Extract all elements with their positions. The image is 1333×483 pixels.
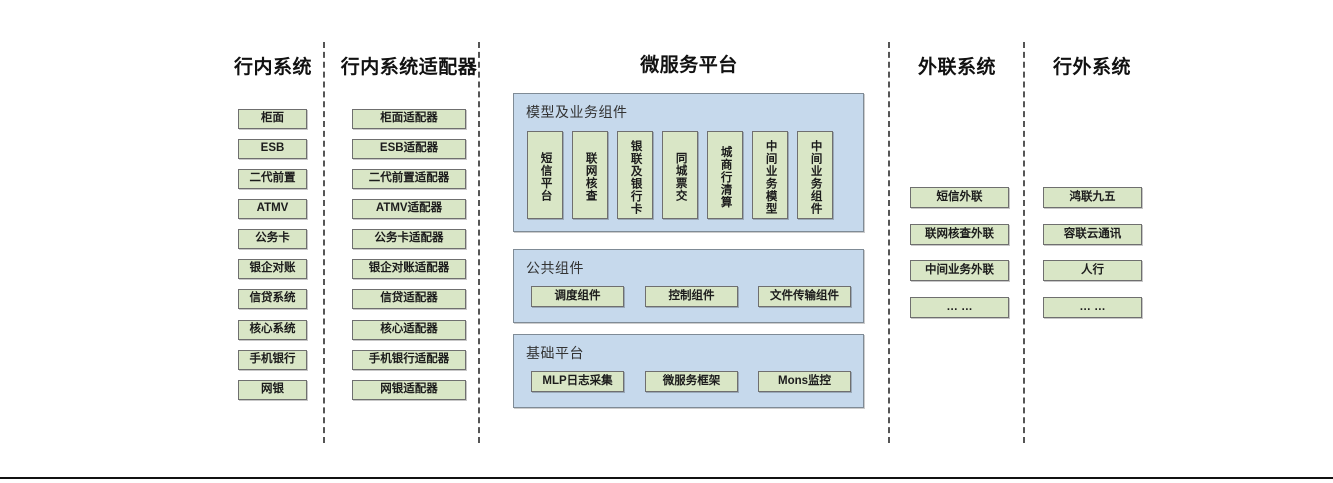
node-offbank-4[interactable]: … …	[1043, 297, 1142, 318]
node-offbank-2[interactable]: 容联云通讯	[1043, 224, 1142, 245]
panel-label-model-business-components: 模型及业务组件	[526, 104, 628, 120]
node-internal-adapter-6[interactable]: 银企对账适配器	[352, 259, 466, 279]
node-internal-system-7[interactable]: 信贷系统	[238, 289, 307, 309]
node-internal-system-10[interactable]: 网银	[238, 380, 307, 400]
node-internal-system-6[interactable]: 银企对账	[238, 259, 307, 279]
column-title-microservice-platform: 微服务平台	[640, 55, 738, 76]
node-model-component-2[interactable]: 联网核查	[572, 131, 608, 219]
node-public-component-1[interactable]: 调度组件	[531, 286, 624, 307]
column-divider-3	[888, 42, 890, 443]
node-internal-adapter-4[interactable]: ATMV适配器	[352, 199, 466, 219]
node-internal-adapter-9[interactable]: 手机银行适配器	[352, 350, 466, 370]
node-internal-adapter-2[interactable]: ESB适配器	[352, 139, 466, 159]
node-external-liaison-3[interactable]: 中间业务外联	[910, 260, 1009, 281]
node-model-component-1[interactable]: 短信平台	[527, 131, 563, 219]
node-base-platform-3[interactable]: Mons监控	[758, 371, 851, 392]
node-model-component-3[interactable]: 银联及银行卡	[617, 131, 653, 219]
column-title-external-liaison-systems: 外联系统	[917, 57, 996, 78]
panel-label-public-components: 公共组件	[526, 260, 584, 276]
node-internal-adapter-3[interactable]: 二代前置适配器	[352, 169, 466, 189]
node-model-component-5[interactable]: 城商行清算	[707, 131, 743, 219]
node-internal-system-2[interactable]: ESB	[238, 139, 307, 159]
column-title-internal-adapters: 行内系统适配器	[340, 57, 478, 78]
node-external-liaison-4[interactable]: … …	[910, 297, 1009, 318]
node-public-component-3[interactable]: 文件传输组件	[758, 286, 851, 307]
node-external-liaison-2[interactable]: 联网核查外联	[910, 224, 1009, 245]
node-model-component-6[interactable]: 中间业务模型	[752, 131, 788, 219]
node-offbank-1[interactable]: 鸿联九五	[1043, 187, 1142, 208]
node-internal-adapter-5[interactable]: 公务卡适配器	[352, 229, 466, 249]
node-base-platform-1[interactable]: MLP日志采集	[531, 371, 624, 392]
column-divider-1	[323, 42, 325, 443]
node-internal-adapter-8[interactable]: 核心适配器	[352, 320, 466, 340]
column-title-internal-systems: 行内系统	[233, 57, 312, 78]
node-internal-adapter-10[interactable]: 网银适配器	[352, 380, 466, 400]
node-internal-system-5[interactable]: 公务卡	[238, 229, 307, 249]
node-model-component-7[interactable]: 中间业务组件	[797, 131, 833, 219]
node-external-liaison-1[interactable]: 短信外联	[910, 187, 1009, 208]
node-model-component-4[interactable]: 同城票交	[662, 131, 698, 219]
node-internal-system-3[interactable]: 二代前置	[238, 169, 307, 189]
node-internal-adapter-1[interactable]: 柜面适配器	[352, 109, 466, 129]
node-offbank-3[interactable]: 人行	[1043, 260, 1142, 281]
column-divider-2	[478, 42, 480, 443]
node-base-platform-2[interactable]: 微服务框架	[645, 371, 738, 392]
panel-label-base-platform: 基础平台	[526, 345, 584, 361]
bottom-divider-rule	[0, 477, 1333, 479]
node-internal-system-8[interactable]: 核心系统	[238, 320, 307, 340]
node-public-component-2[interactable]: 控制组件	[645, 286, 738, 307]
node-internal-system-1[interactable]: 柜面	[238, 109, 307, 129]
node-internal-system-4[interactable]: ATMV	[238, 199, 307, 219]
column-divider-4	[1023, 42, 1025, 443]
node-internal-system-9[interactable]: 手机银行	[238, 350, 307, 370]
node-internal-adapter-7[interactable]: 信贷适配器	[352, 289, 466, 309]
column-title-offbank-systems: 行外系统	[1052, 57, 1131, 78]
